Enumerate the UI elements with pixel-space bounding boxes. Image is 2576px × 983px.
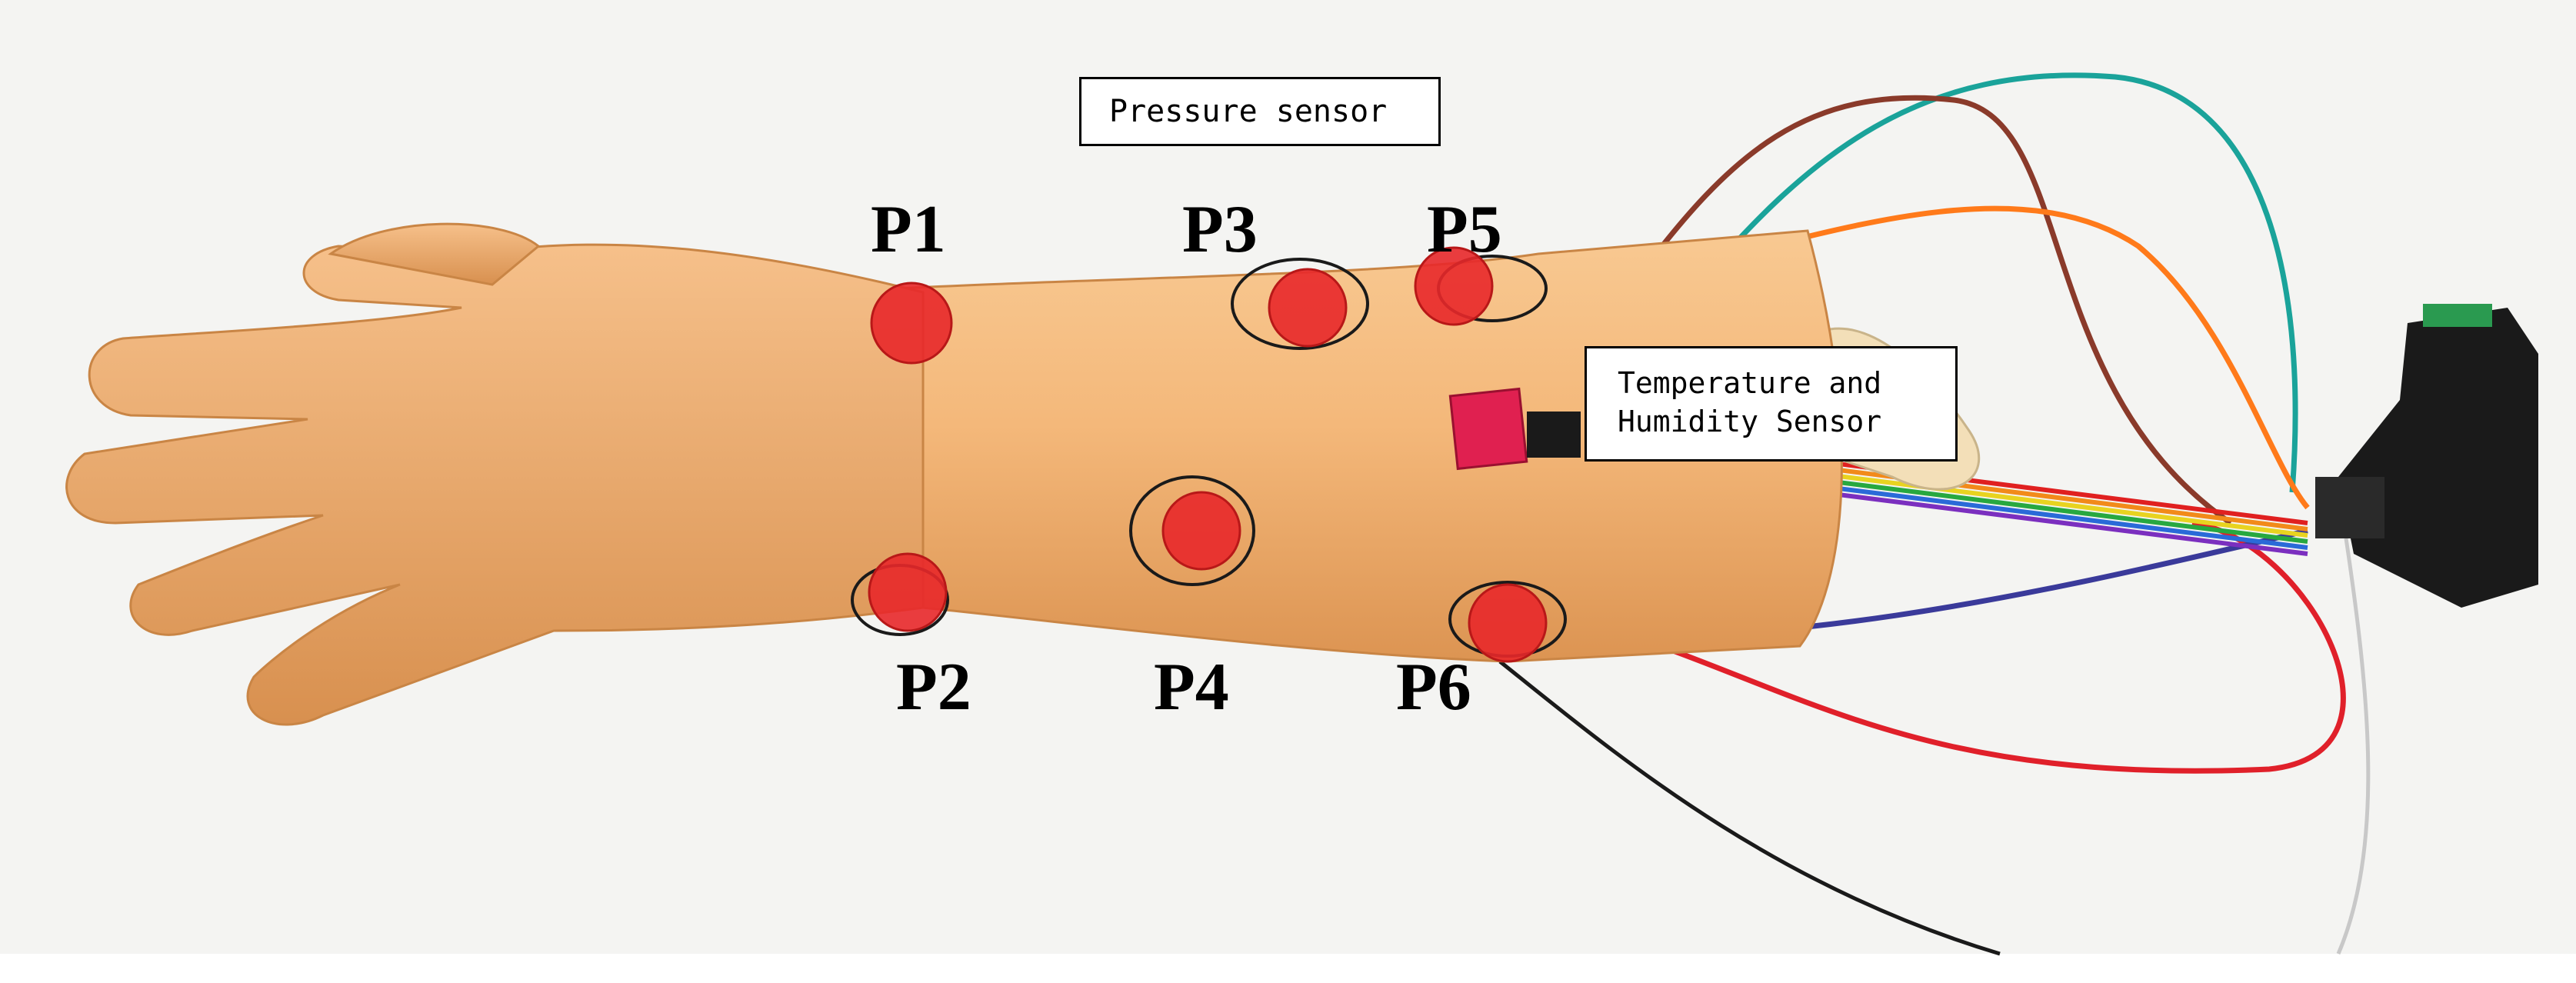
temp-humidity-line1: Temperature and xyxy=(1618,366,1882,400)
sensor-p3-marker xyxy=(1268,268,1348,348)
sensor-p2-marker xyxy=(868,552,948,632)
sensor-markers xyxy=(868,246,1548,663)
point-label-p5: P5 xyxy=(1427,192,1502,267)
sensor-p5-marker xyxy=(1414,246,1494,326)
point-label-p6: P6 xyxy=(1396,650,1471,725)
point-label-p1: P1 xyxy=(871,192,946,267)
sensor-p1-marker xyxy=(870,282,953,365)
temp-humidity-line2: Humidity Sensor xyxy=(1618,405,1882,438)
hand xyxy=(65,222,925,726)
sensor-p4-marker xyxy=(1161,491,1241,571)
temp-humidity-board xyxy=(1448,387,1581,471)
point-label-p4: P4 xyxy=(1154,650,1229,725)
sensor-p6-marker xyxy=(1468,583,1548,663)
point-label-p3: P3 xyxy=(1182,192,1258,267)
pressure-sensor-label: Pressure sensor xyxy=(1079,77,1441,146)
temp-humidity-sensor-label: Temperature and Humidity Sensor xyxy=(1585,346,1958,462)
ribbon-connector xyxy=(2315,304,2538,608)
point-label-p2: P2 xyxy=(896,650,971,725)
